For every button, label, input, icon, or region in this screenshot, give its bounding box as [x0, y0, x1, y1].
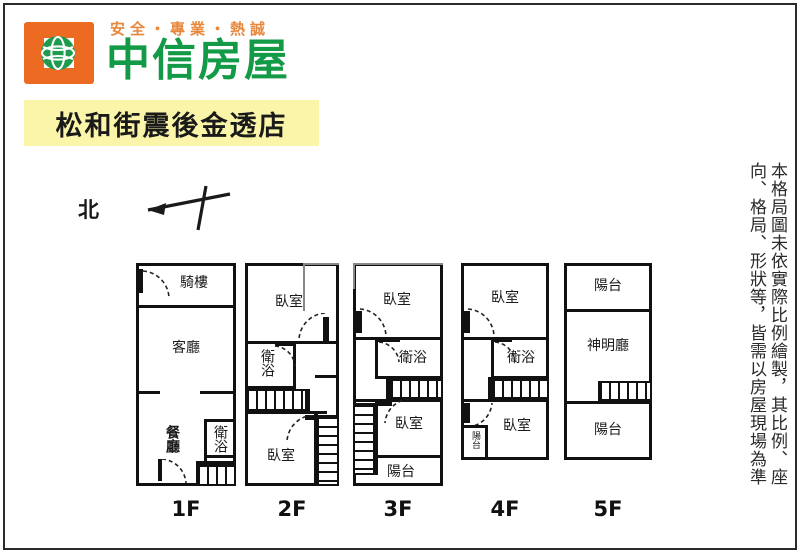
room-label-2f-1: 衛浴 — [259, 349, 275, 377]
door-leaf — [158, 459, 162, 481]
room-label-1f-3: 衛浴 — [212, 425, 228, 453]
door-swing-icon — [274, 346, 296, 367]
stairs-5f — [598, 381, 652, 401]
floor-label-4f: 4F — [490, 497, 520, 521]
stairs-2f-a — [245, 389, 307, 411]
floor-outline-5f — [564, 263, 652, 460]
room-label-1f-0: 騎樓 — [180, 275, 208, 291]
room-label-1f-1: 客廳 — [172, 340, 200, 356]
chinatrust-logo-icon — [24, 22, 94, 84]
floor-outline-1f — [136, 263, 236, 486]
floor-label-1f: 1F — [171, 497, 201, 521]
door-swing-icon — [161, 459, 187, 484]
door-leaf — [378, 337, 400, 342]
room-label-5f-1: 神明廳 — [587, 338, 629, 354]
door-swing-icon — [494, 342, 516, 363]
door-leaf — [464, 311, 470, 333]
room-label-1f-2: 餐廳 — [164, 425, 180, 453]
door-swing-icon — [142, 270, 170, 300]
door-leaf — [464, 403, 470, 423]
disclaimer-line-2: 向、格局、形狀等，皆需以房屋現場為準 — [746, 162, 766, 486]
listing-title: 松和街震後金透店 — [55, 110, 288, 142]
door-leaf — [139, 269, 143, 293]
room-label-5f-0: 陽台 — [594, 278, 622, 294]
stairs-3f-a — [389, 379, 443, 399]
compass: 北 — [78, 180, 238, 240]
north-label: 北 — [78, 198, 99, 222]
door-swing-icon — [384, 399, 410, 424]
floor-label-5f: 5F — [593, 497, 623, 521]
door-swing-icon — [359, 308, 387, 338]
room-label-3f-3: 陽台 — [387, 464, 415, 480]
room-label-3f-0: 臥室 — [383, 292, 411, 308]
room-label-3f-2: 臥室 — [395, 416, 423, 432]
room-label-4f-1: 衛浴 — [507, 350, 535, 366]
disclaimer-text: 本格局圖未依實際比例繪製，其比例、座 向、格局、形狀等，皆需以房屋現場為準 — [746, 162, 787, 502]
door-swing-icon — [298, 313, 326, 340]
room-label-4f-3: 陽台 — [470, 431, 480, 449]
stairs-1f — [196, 465, 236, 486]
room-label-4f-0: 臥室 — [491, 290, 519, 306]
room-label-3f-1: 衛浴 — [399, 350, 427, 366]
globe-icon — [41, 36, 75, 70]
door-leaf — [356, 311, 362, 333]
door-swing-icon — [467, 308, 495, 338]
floor-label-3f: 3F — [383, 497, 413, 521]
door-leaf — [305, 415, 317, 420]
room-label-5f-2: 陽台 — [594, 422, 622, 438]
stairs-3f-b — [353, 403, 375, 475]
brand-tagline: 安全・專業・熱誠 — [110, 20, 271, 38]
room-label-2f-0: 臥室 — [275, 294, 303, 310]
floor-label-2f: 2F — [277, 497, 307, 521]
door-leaf — [378, 401, 392, 406]
door-leaf — [323, 317, 329, 341]
door-swing-icon — [378, 342, 400, 363]
room-label-2f-2: 臥室 — [267, 448, 295, 464]
door-leaf — [275, 341, 296, 346]
brand-name: 中信房屋 — [106, 35, 290, 86]
stairs-2f-b — [317, 415, 339, 486]
door-leaf — [494, 337, 512, 342]
north-arrow-icon — [147, 185, 231, 231]
listing-title-banner: 松和街震後金透店 — [24, 100, 319, 146]
room-label-4f-2: 臥室 — [503, 418, 531, 434]
stairs-4f — [491, 379, 549, 399]
disclaimer-line-1: 本格局圖未依實際比例繪製，其比例、座 — [767, 162, 787, 486]
brand-header: 安全・專業・熱誠 中信房屋 — [24, 14, 444, 98]
door-swing-icon — [286, 415, 314, 442]
